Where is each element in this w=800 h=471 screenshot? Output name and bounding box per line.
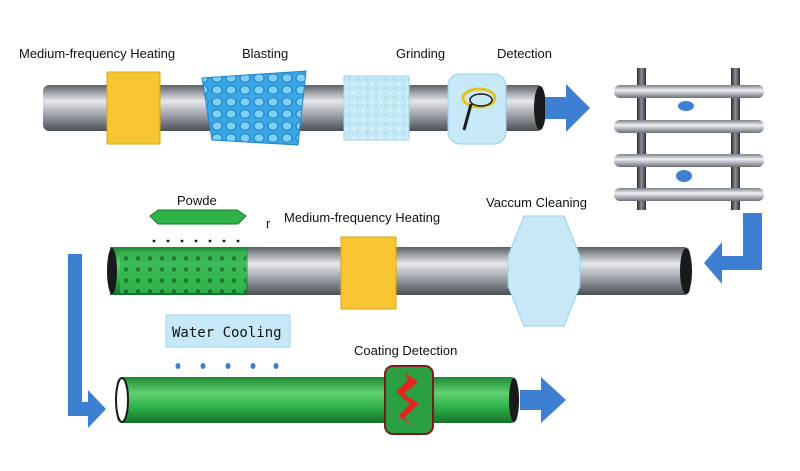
water-drops [175,363,279,369]
label-blasting: Blasting [242,46,288,61]
flow-arrow-down-left [704,213,762,284]
pipe-storage-rack [614,68,764,210]
pipe-end-2-left [107,248,117,294]
rack-post-right [731,68,740,210]
rack-pipe-1 [614,85,764,98]
rack-pipe-2 [614,120,764,133]
label-medium-frequency-heating-2: Medium-frequency Heating [284,210,440,225]
pipe-row-3 [115,377,519,423]
coated-pipe-3 [117,377,517,423]
powder-dots [120,251,246,293]
label-water-cooling: Water Cooling [172,325,282,341]
label-stray-mark: r [266,216,271,231]
heating-coil-1 [106,71,161,145]
label-detection: Detection [497,46,552,61]
blasting-unit [201,70,307,146]
rack-drop-2 [676,170,692,182]
label-grinding: Grinding [396,46,445,61]
heating-coil-2 [340,236,397,310]
grinding-unit [343,75,410,141]
coating-detection-unit [384,365,434,435]
rack-post-left [637,68,646,210]
rack-drop-1 [678,101,694,111]
label-powder: Powde [177,193,217,208]
flow-arrow-right-3 [520,377,566,423]
pipe-end-2-right [680,248,692,294]
powder-spray-head [149,209,247,225]
flow-arrow-down-right [68,254,106,428]
detection-housing [447,73,507,145]
label-vacuum-cleaning: Vaccum Cleaning [486,195,587,210]
pipe-end-1 [534,86,546,130]
powder-spray-drops [152,239,240,243]
rack-pipe-4 [614,188,764,201]
detection-coil-icon [461,87,497,109]
detection-probe-handle [462,103,473,131]
label-medium-frequency-heating-1: Medium-frequency Heating [19,46,175,61]
rack-pipe-3 [614,154,764,167]
water-cooling-box [165,314,291,348]
pipe-row-2 [107,247,692,295]
label-coating-detection: Coating Detection [354,343,457,358]
vacuum-cleaning-unit [507,215,581,327]
spark-defect-icon [396,372,419,426]
pipe-end-3-right [509,378,519,422]
pipe-end-3-left [115,377,129,423]
detection-unit [447,73,507,145]
flow-arrow-right-1 [545,84,590,132]
detection-probe-ring [469,93,493,107]
